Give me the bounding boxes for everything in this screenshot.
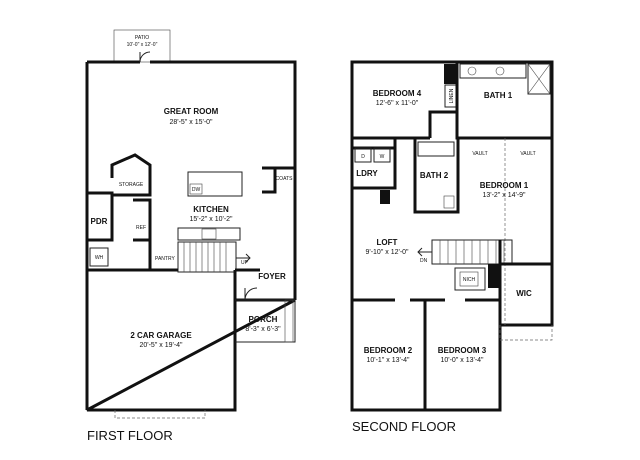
wic-label: WIC [516, 289, 532, 298]
patio-dimension: 10'-0" x 12'-0" [127, 42, 158, 48]
first-floor-plan: PATIO 10'-0" x 12'-0" [85, 29, 297, 443]
bedroom2-dimension: 10'-1" x 13'-4" [366, 357, 410, 364]
pdr-label: PDR [91, 217, 108, 226]
wic-dark-block [488, 264, 500, 288]
bedroom3-dimension: 10'-0" x 13'-4" [440, 357, 484, 364]
foyer-label: FOYER [258, 272, 286, 281]
porch-rail [284, 299, 294, 343]
first-floor-stair [177, 241, 251, 273]
loft-column [380, 190, 390, 204]
bath1-vanity [459, 63, 527, 79]
pdr-wall [87, 191, 114, 242]
first-floor-title: FIRST FLOOR [87, 428, 173, 443]
bedroom4-label: BEDROOM 4 [373, 89, 422, 98]
dn-label: DN [420, 258, 428, 264]
dw-label: DW [192, 187, 201, 193]
coats-wall [262, 166, 295, 194]
bath2-tub [417, 141, 455, 157]
coats-label: COATS [276, 176, 294, 182]
washer-label: W [380, 154, 385, 160]
bedroom4-wall [352, 110, 552, 140]
laundry-wall [352, 138, 397, 190]
kitchen-counter [177, 227, 241, 241]
vault-label-1: VAULT [472, 151, 487, 157]
wh-label: WH [95, 255, 104, 261]
bath2-wall [413, 138, 460, 214]
ref-label: REF [136, 225, 146, 231]
ldry-label: LDRY [356, 169, 378, 178]
loft-dimension: 9'-10" x 12'-0" [365, 249, 409, 256]
bedroom2-label: BEDROOM 2 [364, 346, 413, 355]
bedroom4-dimension: 12'-6" x 11'-0" [376, 100, 419, 107]
bedroom1-label: BEDROOM 1 [480, 181, 529, 190]
second-floor-stair [417, 239, 513, 265]
porch-dimension: 8'-3" x 6'-3" [245, 326, 281, 333]
garage-door [114, 410, 206, 419]
bedroom1-bump-out [499, 325, 553, 341]
pantry-wall [148, 240, 178, 272]
kitchen-dimension: 15'-2" x 10'-2" [189, 216, 233, 223]
great-room-label: GREAT ROOM [164, 107, 219, 116]
pantry-label: PANTRY [155, 256, 175, 262]
niche-box [459, 271, 479, 287]
bedroom2-wall [352, 298, 427, 410]
bath1-label: BATH 1 [484, 91, 513, 100]
porch-label: PORCH [249, 315, 278, 324]
bath2-toilet [443, 195, 455, 209]
stair-landing [454, 267, 486, 291]
patio-door [139, 51, 151, 63]
bedroom1-dimension: 13'-2" x 14'-9" [482, 192, 526, 199]
second-floor-plan: BEDROOM 4 12'-6" x 11'-0" LINEN BATH 1 V… [350, 60, 554, 434]
kitchen-island [187, 171, 243, 197]
garage-dimension: 20'-5" x 19'-4" [139, 342, 183, 349]
ref-wall [133, 198, 152, 242]
bath1-shower [527, 63, 551, 95]
washer [373, 147, 391, 163]
storage-wall [110, 153, 152, 197]
storage-label: STORAGE [119, 182, 144, 188]
patio-area [113, 29, 171, 63]
linen-label: LINEN [449, 88, 455, 103]
garage-label: 2 CAR GARAGE [130, 331, 192, 340]
bath2-label: BATH 2 [420, 171, 449, 180]
dishwasher-box [189, 183, 203, 195]
first-floor-exterior-wall [85, 60, 297, 412]
dryer [354, 147, 372, 163]
foyer-door [244, 287, 258, 301]
great-room-dimension: 28'-5" x 15'-0" [169, 119, 213, 126]
patio-label: PATIO [135, 35, 149, 41]
garage-wall [87, 268, 260, 300]
second-floor-title: SECOND FLOOR [352, 419, 456, 434]
kitchen-label: KITCHEN [193, 205, 229, 214]
range [201, 228, 217, 240]
loft-label: LOFT [377, 238, 398, 247]
porch-wall [235, 299, 296, 343]
niche-label: NICH [463, 277, 476, 283]
vault-label-2: VAULT [520, 151, 535, 157]
bath1-dark-pillar [444, 64, 457, 84]
bedroom3-label: BEDROOM 3 [438, 346, 487, 355]
dryer-label: D [361, 154, 365, 160]
water-heater-box [89, 247, 109, 267]
wic-wall [498, 240, 552, 325]
up-label: UP [241, 260, 249, 266]
